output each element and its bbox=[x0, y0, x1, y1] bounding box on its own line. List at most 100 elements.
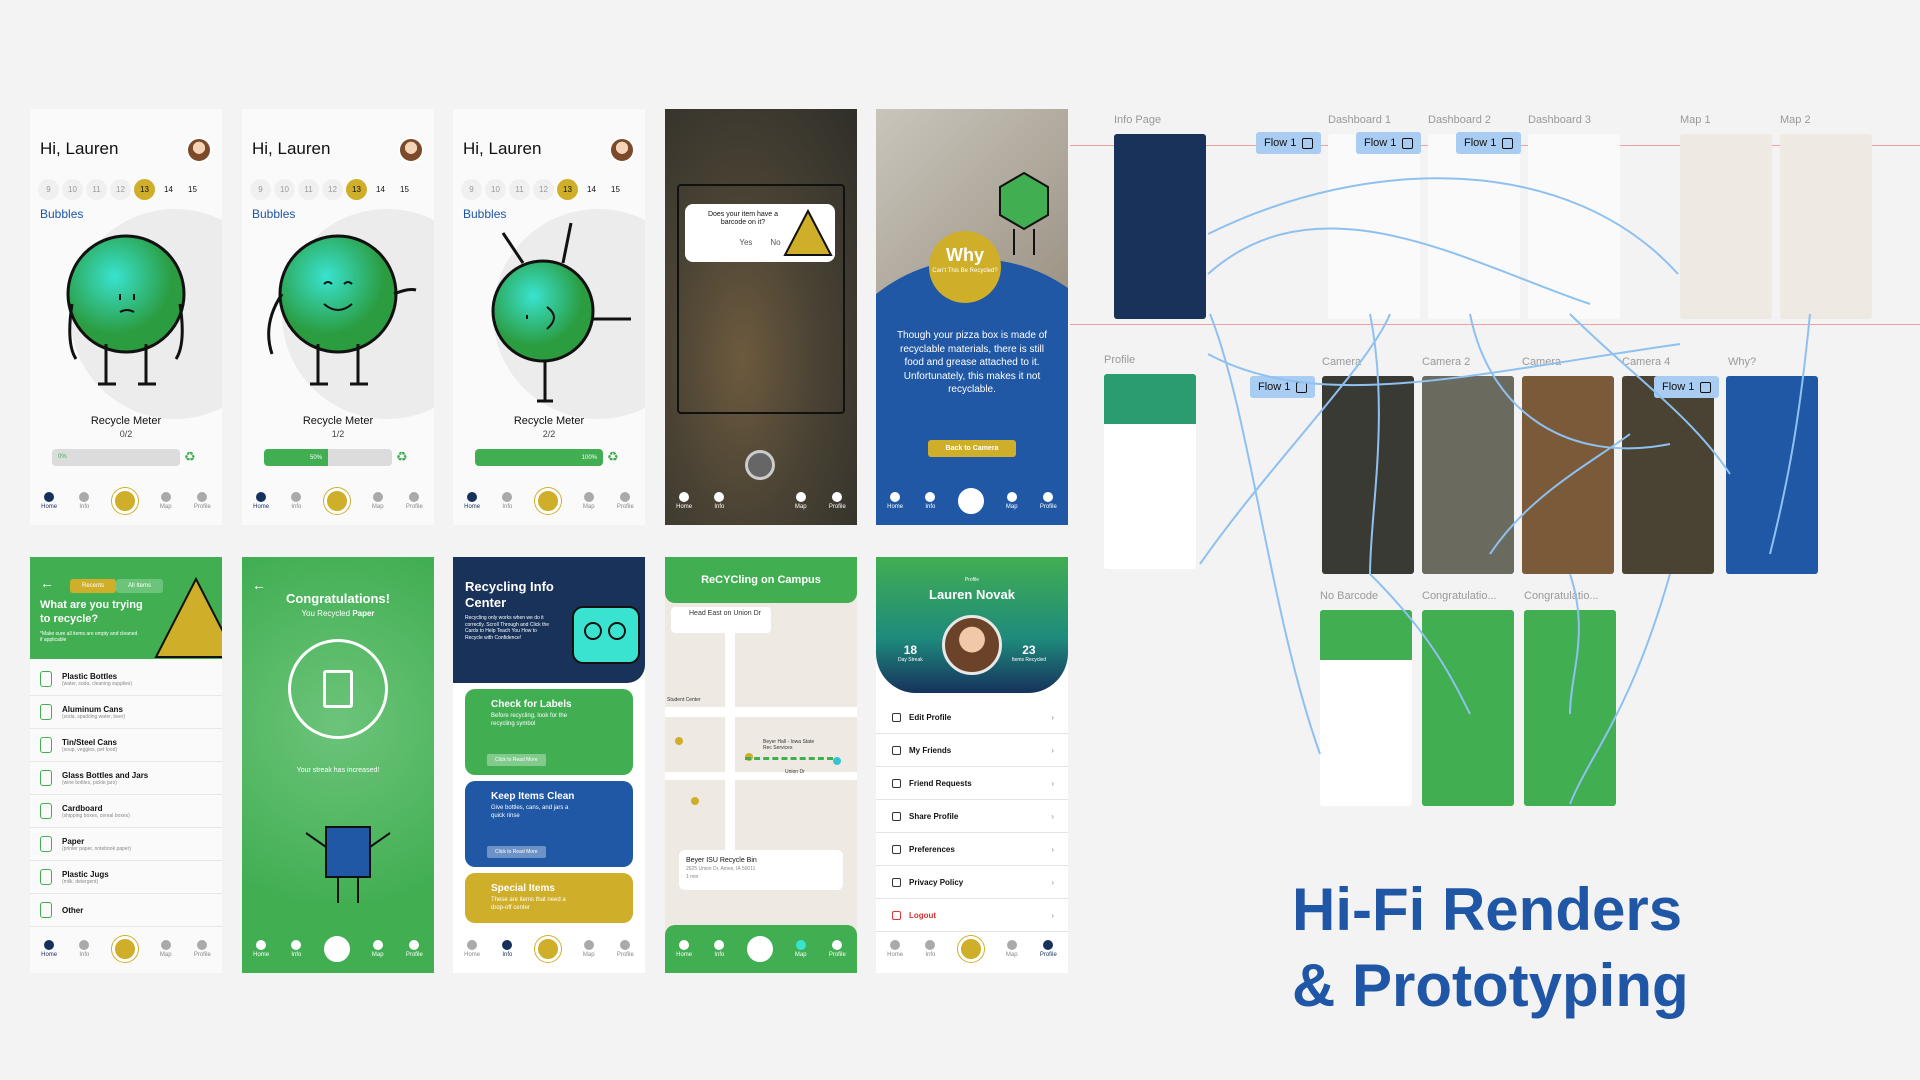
list-item[interactable]: Aluminum Cans(soda, sparkling water, bee… bbox=[30, 696, 222, 729]
nav-map[interactable]: Map bbox=[160, 492, 172, 510]
flow-start-tag[interactable]: Flow 1 bbox=[1356, 132, 1422, 154]
mini-camera-3[interactable] bbox=[1522, 376, 1614, 574]
nav-home[interactable]: Home bbox=[887, 492, 903, 510]
camera-button[interactable] bbox=[957, 936, 984, 962]
list-item[interactable]: Plastic Bottles(water, soda, cleaning su… bbox=[30, 663, 222, 696]
nav-info[interactable]: Info bbox=[502, 492, 512, 510]
info-card[interactable]: Keep Items Clean Give bottles, cans, and… bbox=[465, 781, 633, 867]
camera-button[interactable] bbox=[323, 936, 350, 962]
mini-why[interactable] bbox=[1726, 376, 1818, 574]
mini-profile[interactable] bbox=[1104, 374, 1196, 569]
menu-edit-profile[interactable]: Edit Profile bbox=[876, 701, 1068, 734]
back-to-camera-button[interactable]: Back to Camera bbox=[928, 440, 1016, 457]
day[interactable]: 15 bbox=[400, 185, 409, 194]
day[interactable]: 11 bbox=[509, 179, 530, 200]
mini-no-barcode[interactable] bbox=[1320, 610, 1412, 806]
camera-button[interactable] bbox=[111, 936, 138, 962]
nav-info[interactable]: Info bbox=[714, 940, 724, 958]
camera-button[interactable] bbox=[746, 936, 773, 962]
nav-map[interactable]: Map bbox=[372, 492, 384, 510]
menu-friend-requests[interactable]: Friend Requests bbox=[876, 767, 1068, 800]
list-item[interactable]: Other bbox=[30, 894, 222, 927]
flow-start-tag[interactable]: Flow 1 bbox=[1256, 132, 1322, 154]
map-pin-icon[interactable] bbox=[691, 797, 699, 805]
day[interactable]: 14 bbox=[164, 185, 173, 194]
nav-profile[interactable]: Profile bbox=[829, 492, 846, 510]
avatar[interactable] bbox=[186, 137, 212, 163]
day[interactable]: 10 bbox=[274, 179, 295, 200]
nav-info[interactable]: Info bbox=[502, 940, 512, 958]
mini-dashboard-3[interactable] bbox=[1528, 134, 1620, 319]
flow-start-tag[interactable]: Flow 1 bbox=[1456, 132, 1522, 154]
nav-info[interactable]: Info bbox=[79, 940, 89, 958]
day[interactable]: 10 bbox=[62, 179, 83, 200]
nav-home[interactable]: Home bbox=[887, 940, 903, 958]
day[interactable]: 14 bbox=[376, 185, 385, 194]
shutter-button[interactable] bbox=[745, 450, 775, 480]
list-item[interactable]: Tin/Steel Cans(soup, veggies, pet food) bbox=[30, 729, 222, 762]
camera-button[interactable] bbox=[957, 488, 984, 514]
list-item[interactable]: Paper(printer paper, notebook paper) bbox=[30, 828, 222, 861]
nav-info[interactable]: Info bbox=[291, 940, 301, 958]
camera-button[interactable] bbox=[323, 488, 350, 514]
nav-profile[interactable]: Profile bbox=[1040, 940, 1057, 958]
nav-profile[interactable]: Profile bbox=[194, 492, 211, 510]
camera-button[interactable] bbox=[111, 488, 138, 514]
mini-camera[interactable] bbox=[1322, 376, 1414, 574]
nav-home[interactable]: Home bbox=[676, 940, 692, 958]
info-card[interactable]: Special Items These are items that need … bbox=[465, 873, 633, 923]
nav-info[interactable]: Info bbox=[925, 940, 935, 958]
menu-my-friends[interactable]: My Friends bbox=[876, 734, 1068, 767]
mini-camera-4[interactable] bbox=[1622, 376, 1714, 574]
day[interactable]: 11 bbox=[298, 179, 319, 200]
nav-info[interactable]: Info bbox=[925, 492, 935, 510]
day[interactable]: 11 bbox=[86, 179, 107, 200]
nav-info[interactable]: Info bbox=[714, 492, 724, 510]
day[interactable]: 12 bbox=[533, 179, 554, 200]
list-item[interactable]: Glass Bottles and Jars(wine bottles, pic… bbox=[30, 762, 222, 795]
day[interactable]: 10 bbox=[485, 179, 506, 200]
read-more-button[interactable]: Click to Read More bbox=[487, 754, 546, 766]
day-selected[interactable]: 13 bbox=[346, 179, 367, 200]
nav-home[interactable]: Home bbox=[464, 492, 480, 510]
nav-profile[interactable]: Profile bbox=[1040, 492, 1057, 510]
nav-map[interactable]: Map bbox=[583, 492, 595, 510]
nav-map[interactable]: Map bbox=[1006, 492, 1018, 510]
nav-home[interactable]: Home bbox=[41, 492, 57, 510]
nav-profile[interactable]: Profile bbox=[194, 940, 211, 958]
day[interactable]: 15 bbox=[188, 185, 197, 194]
day[interactable]: 15 bbox=[611, 185, 620, 194]
avatar[interactable] bbox=[942, 615, 1002, 675]
menu-share-profile[interactable]: Share Profile bbox=[876, 800, 1068, 833]
day[interactable]: 9 bbox=[461, 179, 482, 200]
back-arrow-icon[interactable]: ← bbox=[252, 577, 266, 593]
nav-info[interactable]: Info bbox=[291, 492, 301, 510]
nav-map[interactable]: Map bbox=[1006, 940, 1018, 958]
nav-home[interactable]: Home bbox=[676, 492, 692, 510]
mini-dashboard-1[interactable] bbox=[1328, 134, 1420, 319]
nav-home[interactable]: Home bbox=[253, 492, 269, 510]
menu-privacy-policy[interactable]: Privacy Policy bbox=[876, 866, 1068, 899]
mini-dashboard-2[interactable] bbox=[1428, 134, 1520, 319]
menu-preferences[interactable]: Preferences bbox=[876, 833, 1068, 866]
flow-start-tag[interactable]: Flow 1 bbox=[1654, 376, 1720, 398]
day[interactable]: 12 bbox=[110, 179, 131, 200]
nav-profile[interactable]: Profile bbox=[406, 492, 423, 510]
day[interactable]: 9 bbox=[38, 179, 59, 200]
nav-profile[interactable]: Profile bbox=[617, 940, 634, 958]
list-item[interactable]: Cardboard(shipping boxes, cereal boxes) bbox=[30, 795, 222, 828]
back-arrow-icon[interactable]: ← bbox=[40, 575, 54, 591]
mini-map-1[interactable] bbox=[1680, 134, 1772, 319]
nav-profile[interactable]: Profile bbox=[829, 940, 846, 958]
day[interactable]: 12 bbox=[322, 179, 343, 200]
day[interactable]: 9 bbox=[250, 179, 271, 200]
day[interactable]: 14 bbox=[587, 185, 596, 194]
avatar[interactable] bbox=[398, 137, 424, 163]
nav-profile[interactable]: Profile bbox=[617, 492, 634, 510]
nav-map[interactable]: Map bbox=[372, 940, 384, 958]
menu-logout[interactable]: Logout bbox=[876, 899, 1068, 932]
mini-info-page[interactable] bbox=[1114, 134, 1206, 319]
location-pin-icon[interactable] bbox=[833, 757, 841, 765]
yes-button[interactable]: Yes bbox=[739, 237, 753, 247]
nav-map[interactable]: Map bbox=[795, 492, 807, 510]
